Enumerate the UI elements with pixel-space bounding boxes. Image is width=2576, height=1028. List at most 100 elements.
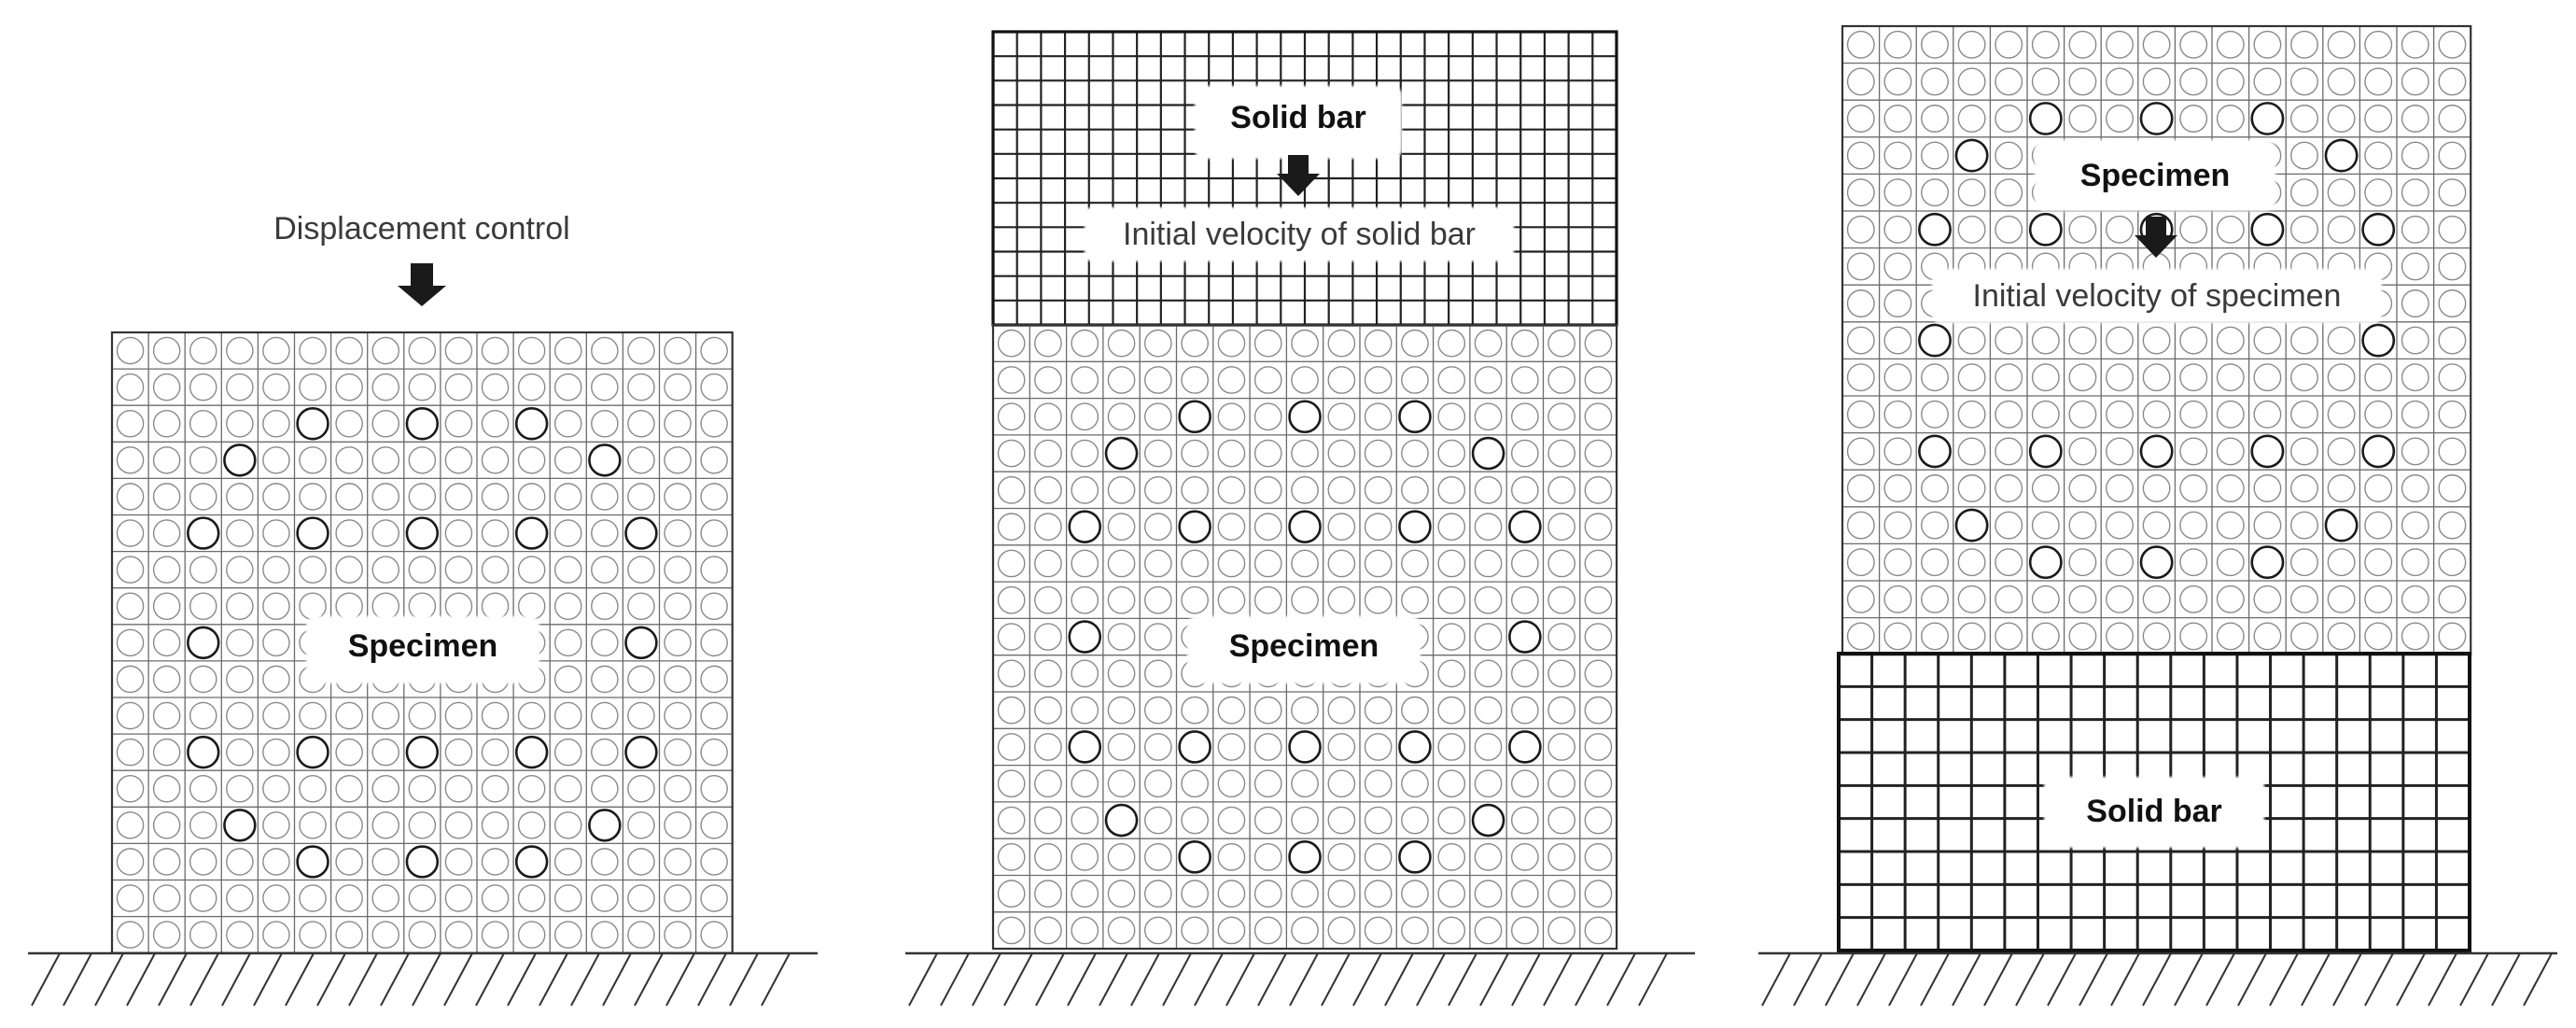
ring-cell: [1584, 329, 1613, 358]
ring-cell: [408, 921, 437, 949]
ring-cell: [627, 665, 655, 694]
ring-cell: [408, 774, 437, 803]
ring-cell: [262, 483, 290, 511]
ring-cell: [627, 701, 655, 730]
ring-cell: [299, 592, 327, 621]
ground-hatch: [1793, 952, 1823, 1007]
ring-cell: [700, 884, 728, 912]
ring-cell: [2031, 474, 2060, 502]
ring-cell: [1401, 696, 1429, 725]
enlarged-ring: [514, 407, 549, 441]
ring-cell: [1511, 696, 1539, 725]
ring-cell: [1217, 366, 1246, 394]
ring-cell: [1883, 584, 1912, 613]
enlarged-ring: [187, 516, 220, 550]
ring-cell: [997, 476, 1026, 504]
ring-cell: [1883, 437, 1912, 466]
ring-cell: [664, 628, 692, 657]
ring-cell: [1995, 30, 2023, 59]
ring-cell: [1846, 437, 1875, 466]
ring-cell: [2179, 511, 2208, 540]
solid-bar-label-box: Solid bar: [2044, 777, 2264, 848]
ring-cell: [1474, 402, 1503, 431]
ring-cell: [700, 774, 728, 803]
ring-cell: [1883, 215, 1912, 244]
ring-cell: [1364, 769, 1393, 798]
ground-hatch: [1035, 952, 1065, 1007]
enlarged-ring: [624, 626, 658, 660]
ring-cell: [2216, 363, 2245, 392]
ground-hatch: [2015, 952, 2045, 1007]
ring-cell: [2290, 548, 2318, 577]
ring-cell: [1511, 769, 1539, 798]
ring-cell: [1327, 769, 1356, 798]
ground-hatch: [1225, 952, 1255, 1007]
ring-cell: [1291, 769, 1319, 798]
enlarged-ring: [1398, 730, 1432, 764]
ring-cell: [226, 884, 254, 912]
ring-cell: [1253, 696, 1282, 725]
ring-cell: [1034, 476, 1062, 504]
ring-cell: [1846, 30, 1875, 59]
ring-cell: [1547, 402, 1575, 431]
ring-cell: [2438, 437, 2467, 466]
ground-hatch: [1194, 952, 1224, 1007]
ring-cell: [2106, 622, 2134, 651]
ring-cell: [1034, 843, 1062, 871]
ring-cell: [2364, 105, 2393, 133]
ring-cell: [335, 848, 363, 876]
ring-cell: [1364, 402, 1393, 431]
ring-cell: [1144, 366, 1172, 394]
ring-cell: [299, 884, 327, 912]
ring-cell: [1474, 513, 1503, 541]
ring-cell: [2216, 105, 2245, 133]
enlarged-ring: [1104, 436, 1139, 471]
ground-hatch: [1511, 952, 1541, 1007]
ring-cell: [1547, 696, 1575, 725]
ring-cell: [1511, 549, 1539, 578]
ring-cell: [1547, 769, 1575, 798]
ring-cell: [517, 774, 546, 803]
ring-cell: [1364, 880, 1393, 908]
specimen-label: Specimen: [2080, 158, 2231, 193]
ring-cell: [1364, 439, 1393, 468]
ring-cell: [481, 446, 510, 474]
ground-hatch: [316, 952, 346, 1007]
ring-cell: [591, 774, 619, 803]
ring-cell: [189, 701, 217, 730]
ring-cell: [152, 665, 181, 694]
ring-cell: [2401, 622, 2429, 651]
ring-cell: [1437, 806, 1466, 835]
ring-cell: [1364, 843, 1393, 871]
ring-cell: [2179, 622, 2208, 651]
ring-cell: [2327, 67, 2356, 96]
ring-cell: [1217, 329, 1246, 358]
ring-cell: [152, 556, 181, 584]
ring-cell: [1883, 105, 1912, 133]
ring-cell: [591, 483, 619, 511]
ring-cell: [2364, 30, 2393, 59]
ground-hatch: [1983, 952, 2013, 1007]
ring-cell: [1474, 916, 1503, 945]
ring-cell: [1957, 548, 1986, 577]
ring-cell: [2401, 437, 2429, 466]
enlarged-ring: [405, 845, 440, 879]
ring-cell: [226, 373, 254, 401]
ring-cell: [1921, 584, 1949, 613]
ring-cell: [1327, 696, 1356, 725]
ring-cell: [262, 701, 290, 730]
ring-cell: [116, 446, 145, 474]
ring-cell: [1547, 476, 1575, 504]
ring-cell: [1584, 476, 1613, 504]
ring-cell: [553, 665, 582, 694]
enlarged-ring: [1178, 400, 1211, 434]
velocity-label-box: Initial velocity of specimen: [1932, 269, 2382, 323]
enlarged-ring: [1954, 138, 1989, 173]
ground-hatch: [285, 952, 315, 1007]
ground-hatch: [972, 952, 1001, 1007]
ring-cell: [444, 774, 473, 803]
ring-cell: [481, 373, 510, 401]
ground-hatch: [2205, 952, 2235, 1007]
ring-cell: [1883, 67, 1912, 96]
ring-cell: [1995, 363, 2023, 392]
